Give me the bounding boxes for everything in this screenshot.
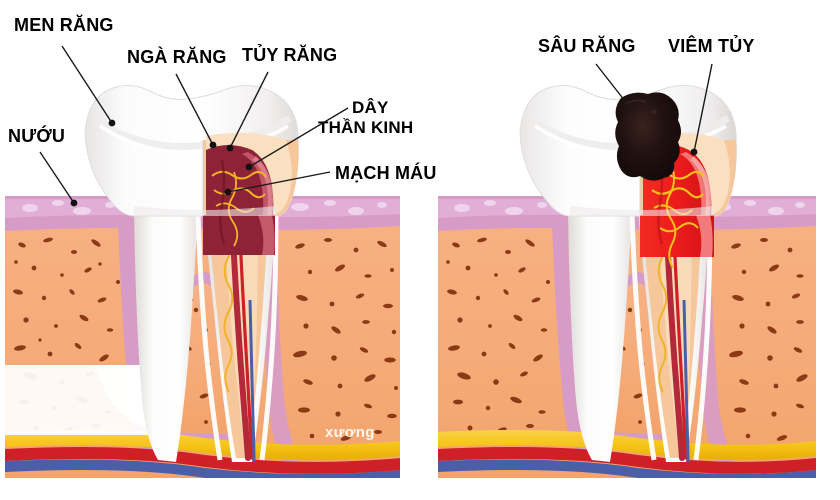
leader-nerve: [248, 107, 349, 168]
label-pulp: TỦY RĂNG: [242, 45, 338, 65]
vein-band-right: [438, 459, 816, 478]
leader-enamel: [61, 45, 113, 124]
leader-pulpitis: [693, 63, 713, 153]
right-panel-decayed-tooth: [438, 85, 816, 478]
leader-dots: [70, 119, 698, 207]
nerve-band: [5, 430, 400, 460]
trabecular-pattern-right: [446, 237, 808, 441]
leader-pulp: [229, 71, 269, 149]
leader-lines: [39, 45, 713, 204]
leader-gum: [39, 151, 75, 204]
right-tooth-crown: [519, 85, 737, 269]
leader-blood: [227, 171, 331, 193]
vein-band: [5, 459, 400, 478]
nerve-band-right: [438, 430, 816, 460]
left-tooth-root: [134, 210, 279, 463]
right-tooth-root: [568, 210, 713, 463]
label-enamel: MEN RĂNG: [14, 15, 114, 35]
label-gum: NƯỚU: [8, 126, 66, 146]
caries-lesion: [615, 92, 681, 181]
label-bone-watermark: xương: [325, 424, 375, 441]
label-caries: SÂU RĂNG: [538, 36, 636, 56]
label-nerve-line1: DÂY: [352, 98, 389, 117]
label-pulpitis: VIÊM TỦY: [668, 36, 755, 56]
left-panel-healthy-tooth: [5, 85, 400, 478]
leader-dentin: [175, 73, 214, 146]
label-nerve-line2: THẦN KINH: [318, 118, 414, 137]
leader-caries: [595, 63, 633, 111]
artery-band-right: [438, 447, 816, 474]
artery-band: [5, 447, 400, 474]
label-dentin: NGÀ RĂNG: [127, 47, 227, 67]
label-blood-vessel: MẠCH MÁU: [335, 163, 437, 183]
left-tooth-crown: [84, 85, 299, 255]
